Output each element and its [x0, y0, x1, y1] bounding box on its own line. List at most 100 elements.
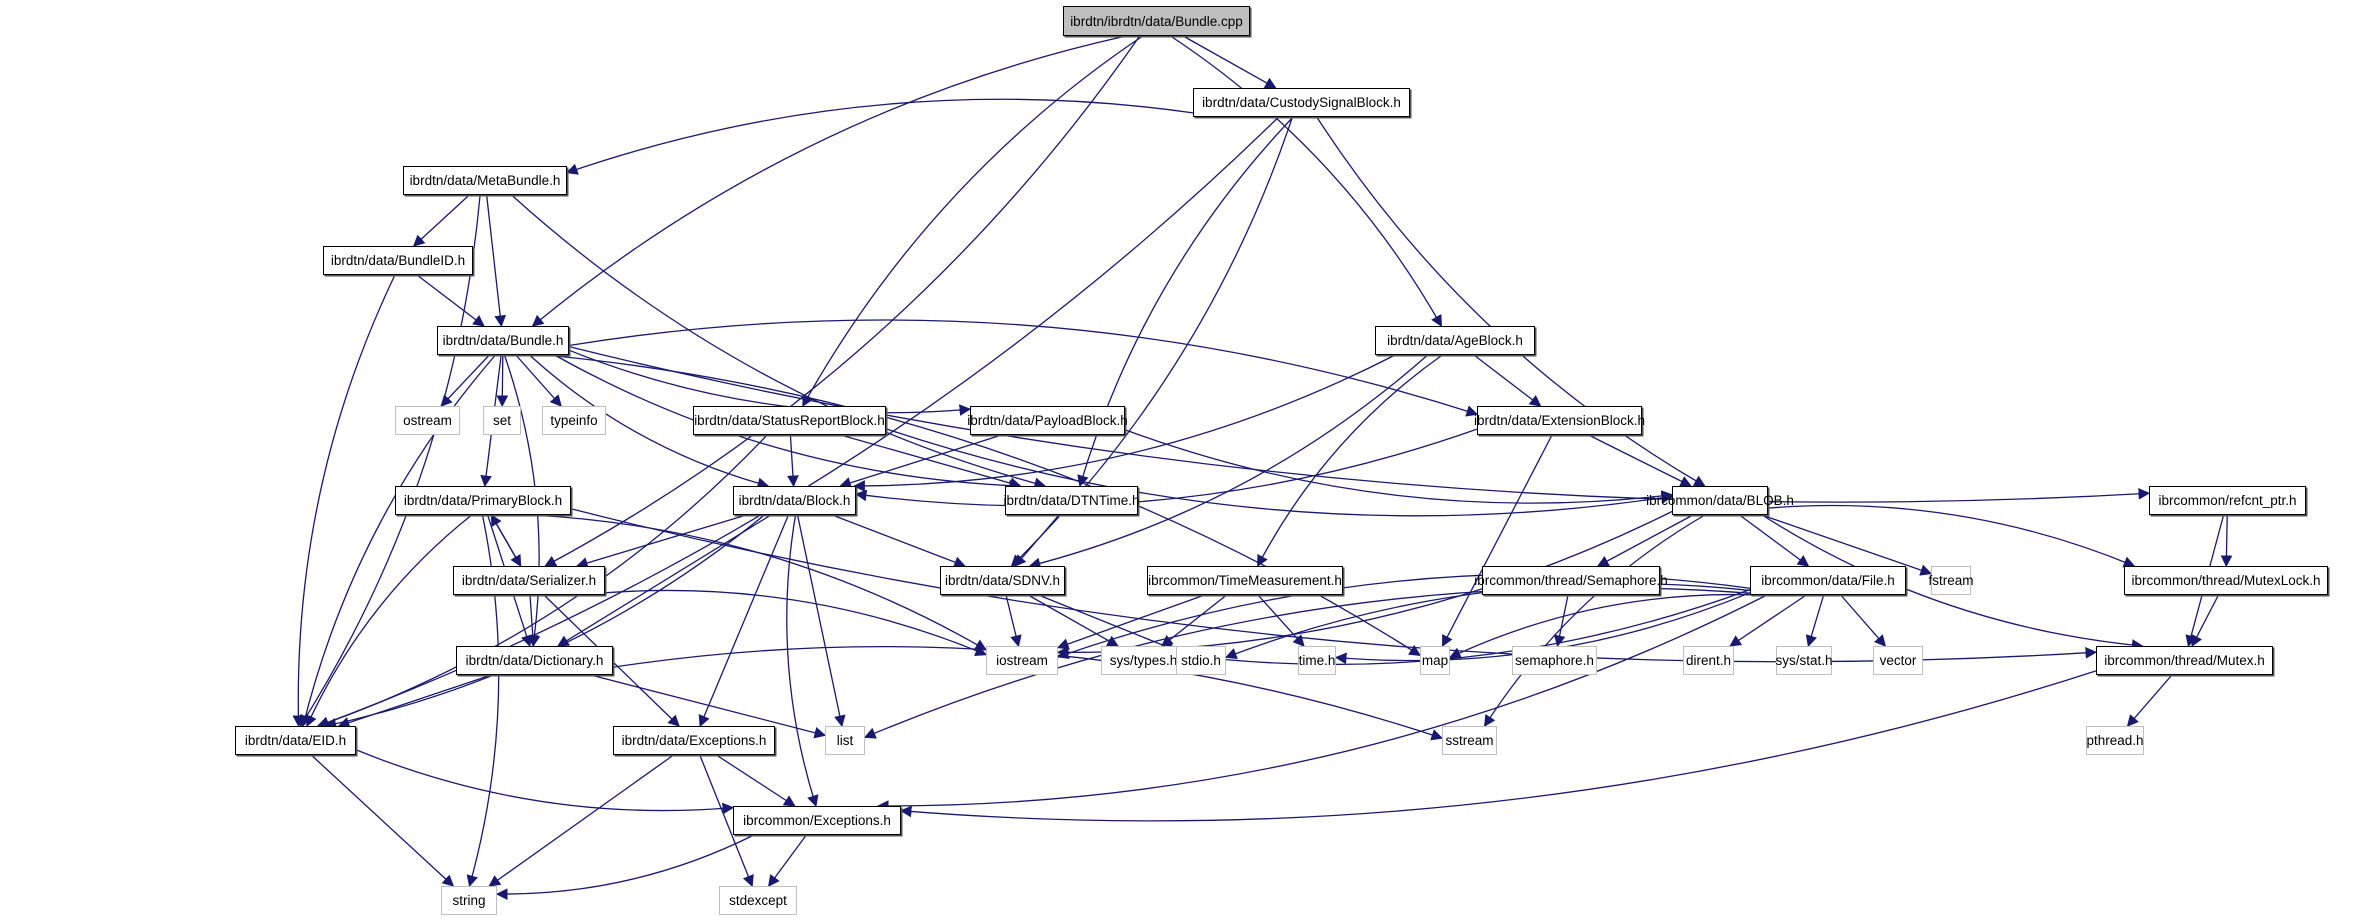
edge-bundle_cpp-to-statusreport	[802, 35, 1144, 408]
node-ibrcommon-thread-mutex-h[interactable]: ibrcommon/thread/Mutex.h	[2096, 646, 2273, 675]
node-stdio-h[interactable]: stdio.h	[1176, 646, 1226, 675]
node-ibrdtn-data-metabundle-h[interactable]: ibrdtn/data/MetaBundle.h	[403, 166, 567, 195]
node-ibrdtn-data-dictionary-h[interactable]: ibrdtn/data/Dictionary.h	[456, 646, 613, 675]
node-ibrdtn-data-extensionblock-h[interactable]: ibrdtn/data/ExtensionBlock.h	[1474, 406, 1645, 435]
edge-file-to-map	[1448, 593, 1757, 659]
edge-block-to-exceptions_dtn	[698, 514, 790, 728]
edge-ageblock-to-timemeas	[1257, 354, 1443, 568]
edge-mutex-to-exceptions_common	[899, 670, 2097, 822]
node-vector[interactable]: vector	[1873, 646, 1923, 675]
edge-bundle_h-to-block	[528, 354, 770, 489]
node-ibrcommon-exceptions-h[interactable]: ibrcommon/Exceptions.h	[733, 806, 901, 835]
node-ibrdtn-data-payloadblock-h[interactable]: ibrdtn/data/PayloadBlock.h	[967, 406, 1128, 435]
edge-bundle_h-to-refcnt	[568, 345, 2151, 503]
edge-bundleid-to-bundle_h	[416, 274, 485, 327]
edge-dictionary-to-eid	[337, 674, 492, 729]
node-list[interactable]: list	[825, 726, 865, 755]
edge-serializer-to-dictionary	[526, 594, 539, 648]
edge-exceptions_dtn-to-stdexcept	[699, 754, 754, 888]
node-ibrdtn-data-primaryblock-h[interactable]: ibrdtn/data/PrimaryBlock.h	[395, 486, 571, 515]
node-pthread-h[interactable]: pthread.h	[2086, 726, 2144, 755]
edge-ageblock-to-sdnv	[1028, 354, 1429, 570]
node-ibrcommon-thread-semaphore-h[interactable]: ibrcommon/thread/Semaphore.h	[1474, 566, 1668, 595]
node-ibrdtn-data-block-h[interactable]: ibrdtn/data/Block.h	[733, 486, 856, 515]
node-ibrcommon-thread-mutexlock-h[interactable]: ibrcommon/thread/MutexLock.h	[2124, 566, 2328, 595]
node-ibrdtn-data-dtntime-h[interactable]: ibrdtn/data/DTNTime.h	[1003, 486, 1140, 515]
node-dirent-h[interactable]: dirent.h	[1683, 646, 1734, 675]
edge-exceptions_dtn-to-string	[488, 754, 674, 887]
edge-file-to-dirent	[1729, 594, 1807, 647]
node-string[interactable]: string	[441, 886, 497, 915]
node-fstream[interactable]: fstream	[1929, 566, 1974, 595]
edge-ageblock-to-extension	[1473, 354, 1542, 407]
edge-file-to-systypes	[1184, 589, 1751, 666]
edge-blob-to-file	[1739, 514, 1810, 567]
edge-blob-to-fstream	[1761, 514, 1933, 576]
edge-bundle_h-to-ostream	[440, 354, 490, 407]
node-ibrcommon-data-blob-h[interactable]: ibrcommon/data/BLOB.h	[1646, 486, 1794, 515]
edge-primary-to-string	[466, 514, 500, 888]
edge-bundle_h-to-dtntime	[554, 354, 1022, 492]
edge-serializer-to-iostream	[604, 589, 988, 656]
edge-blob-to-mutexlock	[1767, 504, 2136, 568]
edge-bundle_cpp-to-serializer	[544, 35, 1141, 567]
node-map[interactable]: map	[1420, 646, 1450, 675]
edge-statusreport-to-eid	[316, 434, 768, 729]
edge-extension-to-blob	[1588, 434, 1692, 487]
node-ibrdtn-data-serializer-h[interactable]: ibrdtn/data/Serializer.h	[453, 566, 605, 595]
node-ibrdtn-data-exceptions-h[interactable]: ibrdtn/data/Exceptions.h	[613, 726, 775, 755]
node-ibrdtn-data-bundleid-h[interactable]: ibrdtn/data/BundleID.h	[323, 246, 473, 275]
node-ibrcommon-data-file-h[interactable]: ibrcommon/data/File.h	[1750, 566, 1906, 595]
edge-mutex-to-pthread	[2126, 674, 2173, 727]
edge-block-to-sdnv	[831, 514, 966, 568]
node-ostream[interactable]: ostream	[395, 406, 460, 435]
edge-bundle_h-to-extension	[568, 319, 1479, 417]
node-typeinfo[interactable]: typeinfo	[542, 406, 606, 435]
edge-block-to-dictionary	[557, 514, 772, 647]
node-ibrdtn-data-eid-h[interactable]: ibrdtn/data/EID.h	[235, 726, 356, 755]
edge-statusreport-to-dtntime	[840, 434, 1022, 489]
node-ibrcommon-refcnt-ptr-h[interactable]: ibrcommon/refcnt_ptr.h	[2149, 486, 2306, 515]
node-semaphore-h[interactable]: semaphore.h	[1512, 646, 1597, 675]
node-iostream[interactable]: iostream	[986, 646, 1058, 675]
edge-payload-to-block	[839, 434, 1002, 489]
edge-timemeas-to-systypes	[1160, 594, 1228, 647]
edge-custody-to-blob	[1316, 116, 1706, 487]
edge-sdnv-to-stdio	[1038, 594, 1178, 652]
edge-blob-to-mutex	[1761, 514, 2144, 651]
node-time-h[interactable]: time.h	[1298, 646, 1336, 675]
node-ibrdtn-data-sdnv-h[interactable]: ibrdtn/data/SDNV.h	[940, 566, 1065, 595]
edge-serializer-to-primary	[490, 513, 522, 567]
node-sstream[interactable]: sstream	[1442, 726, 1497, 755]
edge-dictionary-to-list	[590, 674, 827, 739]
edge-sdnv-to-iostream	[1005, 594, 1022, 648]
node-ibrdtn-ibrdtn-data-bundle-cpp[interactable]: ibrdtn/ibrdtn/data/Bundle.cpp	[1063, 6, 1250, 36]
edge-extension-to-block	[854, 428, 1478, 507]
node-ibrdtn-data-statusreportblock-h[interactable]: ibrdtn/data/StatusReportBlock.h	[693, 406, 886, 435]
edge-metabundle-to-bundle_h	[485, 194, 507, 328]
node-sys-types-h[interactable]: sys/types.h	[1101, 646, 1186, 675]
node-stdexcept[interactable]: stdexcept	[719, 886, 797, 915]
edge-bundle_h-to-eid	[299, 354, 496, 728]
edge-block-to-eid	[324, 514, 765, 730]
node-ibrdtn-data-bundle-h[interactable]: ibrdtn/data/Bundle.h	[437, 326, 569, 355]
edge-blob-to-semaphore_h	[1596, 514, 1694, 567]
edge-exceptions_dtn-to-exceptions_common	[715, 754, 796, 807]
edge-dtntime-to-sdnv	[1014, 514, 1060, 567]
edge-extension-to-map	[1441, 434, 1553, 648]
edge-ageblock-to-block	[853, 354, 1396, 492]
edge-semaphore_h-to-semaphore	[1553, 594, 1569, 648]
node-ibrdtn-data-ageblock-h[interactable]: ibrdtn/data/AgeBlock.h	[1375, 326, 1535, 355]
node-ibrcommon-timemeasurement-h[interactable]: ibrcommon/TimeMeasurement.h	[1147, 566, 1343, 595]
node-ibrdtn-data-custodysignalblock-h[interactable]: ibrdtn/data/CustodySignalBlock.h	[1193, 88, 1410, 117]
node-sys-stat-h[interactable]: sys/stat.h	[1775, 646, 1833, 675]
edge-timemeas-to-time	[1257, 594, 1305, 647]
edge-bundle_cpp-to-custody	[1182, 35, 1277, 89]
edge-sdnv-to-systypes	[1027, 594, 1119, 647]
node-set[interactable]: set	[483, 406, 521, 435]
edge-exceptions_common-to-string	[495, 834, 755, 901]
edge-file-to-vector	[1840, 594, 1887, 647]
edge-bundle_h-to-set	[496, 354, 509, 408]
edge-bundleid-to-eid	[292, 274, 396, 728]
edge-bundle_h-to-typeinfo	[515, 354, 562, 407]
